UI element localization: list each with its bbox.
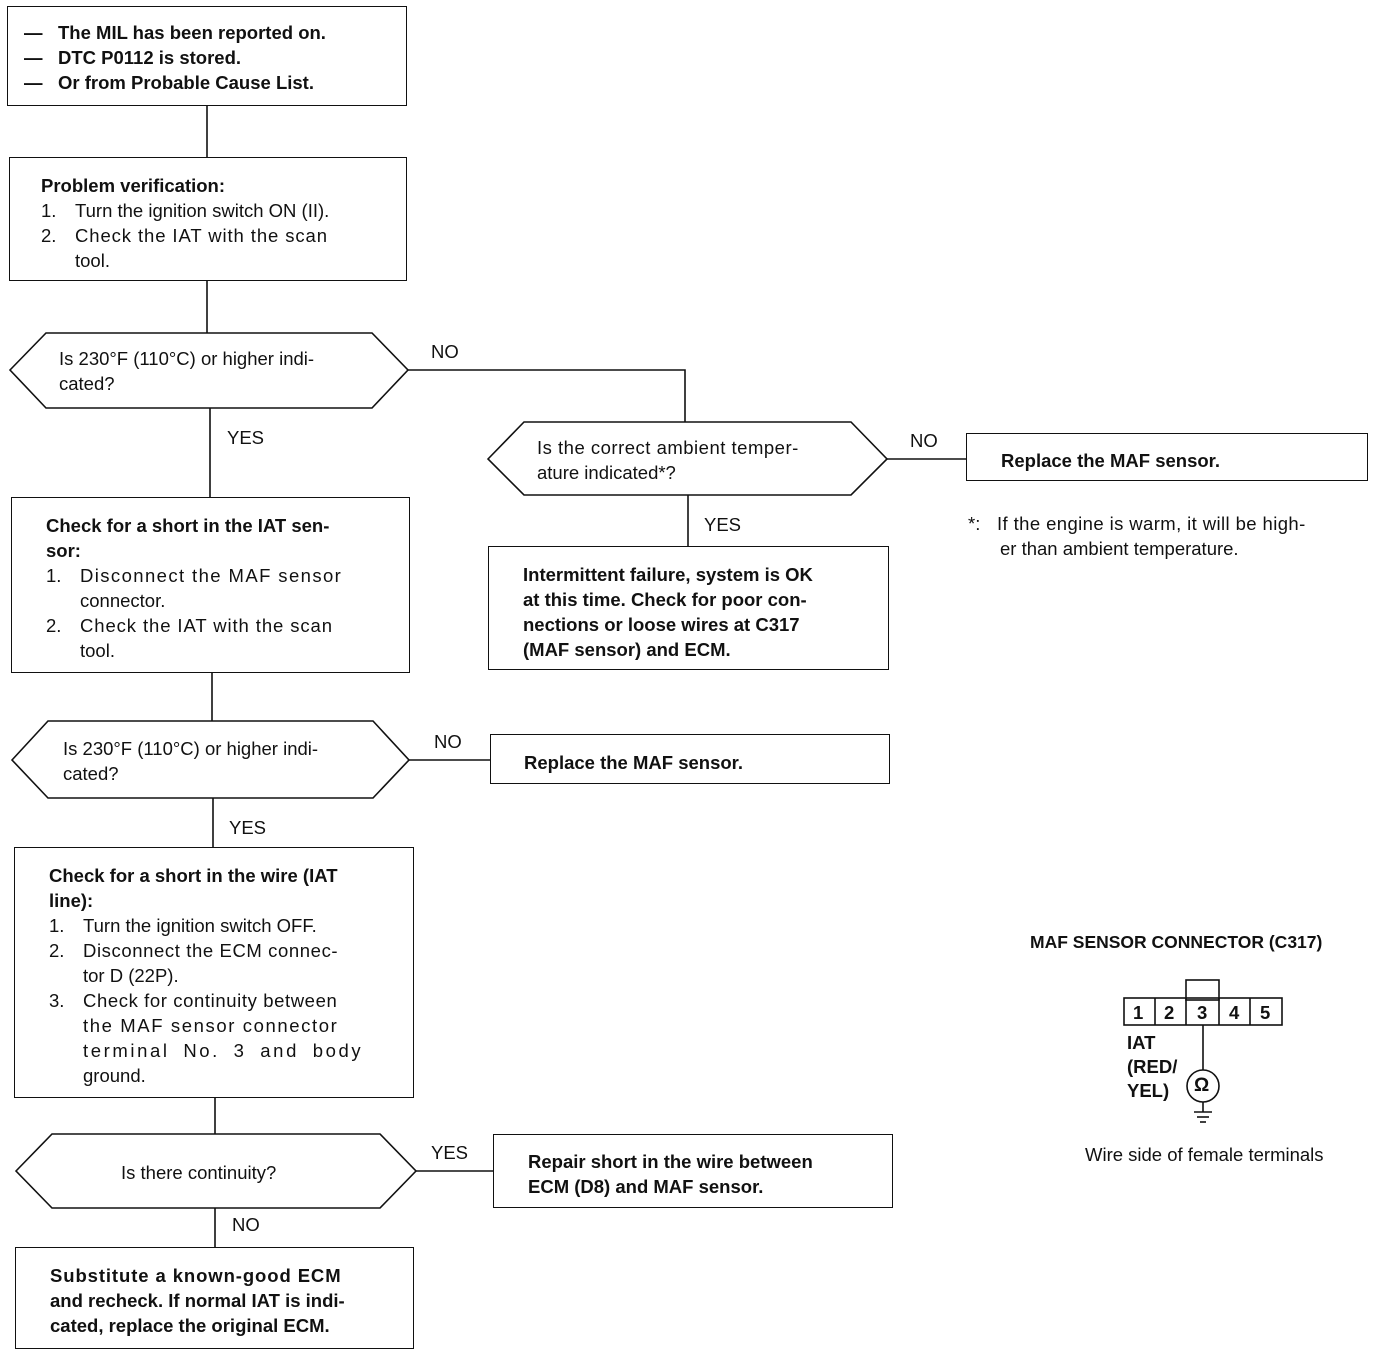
step-number: 1. (49, 915, 65, 936)
problem-verification-box: Problem verification: 1. Turn the ignitio… (9, 157, 407, 281)
step-number: 2. (49, 940, 65, 961)
step-number: 3. (49, 990, 65, 1011)
replace-maf-sensor-box-1: Replace the MAF sensor. (966, 433, 1368, 481)
decision-q4-shape (14, 1133, 418, 1209)
replace1-text: Replace the MAF sensor. (1001, 450, 1220, 471)
pin-5: 5 (1260, 1002, 1271, 1023)
footnote: *: If the engine is warm, it will be high… (968, 511, 1306, 561)
connector-caption: Wire side of female terminals (1085, 1144, 1324, 1165)
decision-q2-text: Is the correct ambient temper-ature indi… (537, 437, 799, 483)
decision-q1-text: Is 230°F (110°C) or higher indi-cated? (59, 348, 315, 394)
connector-key (1185, 979, 1220, 1001)
pin-4: 4 (1229, 1002, 1240, 1023)
verify-step-1: Turn the ignition switch ON (II). (75, 200, 330, 221)
intermittent-failure-box: Intermittent failure, system is OK at th… (488, 546, 889, 670)
ohm-symbol: Ω (1194, 1075, 1210, 1096)
q1-no-label: NO (431, 341, 459, 362)
q4-no-label: NO (232, 1214, 260, 1235)
check-sensor-heading: Check for a short in the IAT sen-sor: (46, 515, 330, 561)
start-box: — The MIL has been reported on. — DTC P011… (7, 6, 407, 106)
dash-bullet: — (24, 47, 43, 68)
decision-q4-text: Is there continuity? (121, 1162, 277, 1183)
replace2-text: Replace the MAF sensor. (524, 752, 743, 773)
verify-heading: Problem verification: (41, 175, 226, 196)
check-wire-step-1: Turn the ignition switch OFF. (83, 915, 317, 936)
check-wire-step-2: Disconnect the ECM connec-tor D (22P). (83, 940, 339, 986)
dash-bullet: — (24, 72, 43, 93)
footnote-line-1: If the engine is warm, it will be high- (997, 513, 1306, 534)
q2-yes-label: YES (704, 514, 742, 535)
q2-no-label: NO (910, 430, 938, 451)
q4-yes-label: YES (431, 1142, 469, 1163)
q3-yes-label: YES (229, 817, 267, 838)
replace-maf-sensor-box-2: Replace the MAF sensor. (490, 734, 890, 784)
decision-q1-shape (8, 332, 410, 409)
iat-wire-label: IAT (RED/ YEL) (1127, 1032, 1178, 1101)
q3-no-label: NO (434, 731, 462, 752)
start-line-1: The MIL has been reported on. (58, 22, 326, 43)
step-number: 1. (46, 565, 62, 586)
edge-q1-no (408, 369, 686, 422)
pin-3: 3 (1197, 1002, 1208, 1023)
repair-short-box: Repair short in the wire between ECM (D8… (493, 1134, 893, 1208)
pin-2: 2 (1164, 1002, 1175, 1023)
decision-q2-shape (486, 421, 889, 496)
step-number: 1. (41, 200, 57, 221)
start-line-2: DTC P0112 is stored. (58, 47, 242, 68)
step-number: 2. (41, 225, 57, 246)
substitute-ecm-box: Substitute a known-good ECM and recheck.… (15, 1247, 414, 1349)
q1-yes-label: YES (227, 427, 265, 448)
start-line-3: Or from Probable Cause List. (58, 72, 314, 93)
connector-title: MAF SENSOR CONNECTOR (C317) (1030, 932, 1323, 952)
decision-q3-shape (10, 720, 411, 799)
footnote-mark: *: (968, 513, 981, 534)
dash-bullet: — (24, 22, 43, 43)
pin-1: 1 (1133, 1002, 1144, 1023)
footnote-line-2: er than ambient temperature. (1000, 538, 1239, 559)
step-number: 2. (46, 615, 62, 636)
connector-diagram (1123, 979, 1283, 1123)
check-sensor-box: Check for a short in the IAT sen-sor: 1.… (11, 497, 410, 673)
decision-q3-text: Is 230°F (110°C) or higher indi-cated? (63, 738, 319, 784)
